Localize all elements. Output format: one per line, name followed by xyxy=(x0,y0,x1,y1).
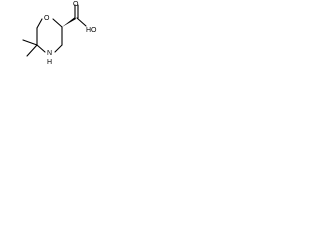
atom-label-ring-nitrogen: N xyxy=(47,50,52,57)
bond-methyl-1 xyxy=(22,39,38,46)
bond-c3-n xyxy=(54,44,63,53)
bond-o-c5 xyxy=(52,18,63,28)
stereo-wedge-bond xyxy=(62,17,76,27)
atom-label-hydroxyl: HO xyxy=(86,27,97,34)
bond-methyl-2 xyxy=(26,44,38,57)
atom-label-ring-oxygen: O xyxy=(44,15,50,22)
bond-c2-o xyxy=(36,18,43,29)
chemical-structure: O N H O HO xyxy=(22,1,97,66)
atom-label-nitrogen-hydrogen: H xyxy=(47,59,52,66)
atom-label-carbonyl-oxygen: O xyxy=(73,1,79,8)
bond-n-c6 xyxy=(36,44,46,53)
bond-c-oh xyxy=(76,17,87,27)
